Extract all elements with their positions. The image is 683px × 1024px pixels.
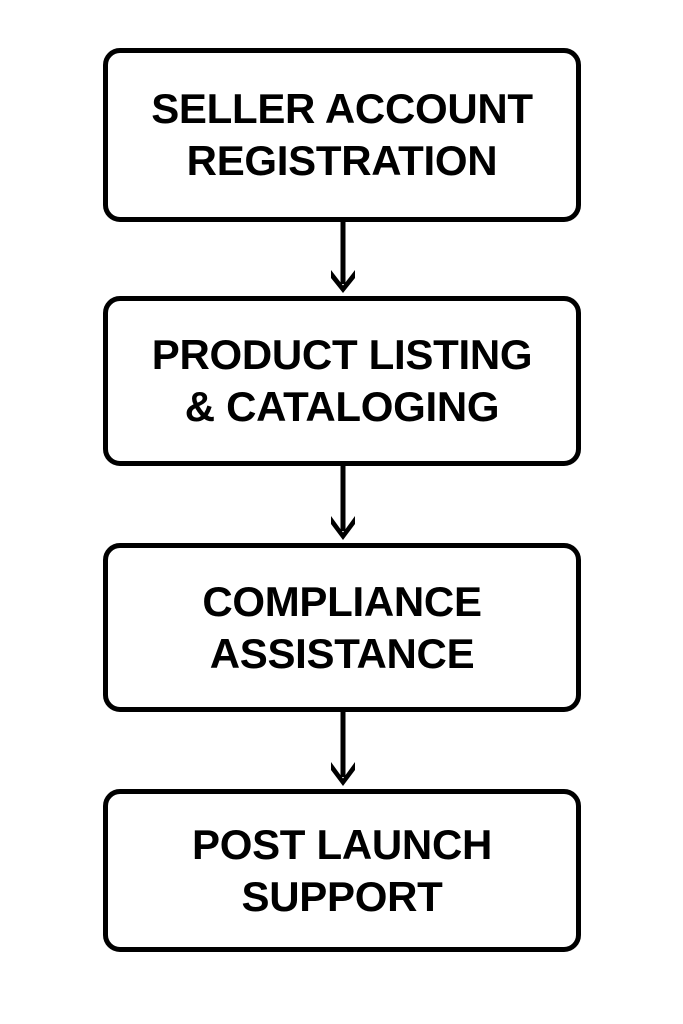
down-arrow-icon bbox=[331, 712, 355, 786]
flow-node-post-launch-support[interactable]: POST LAUNCH SUPPORT bbox=[103, 789, 581, 952]
flow-node-seller-account-registration[interactable]: SELLER ACCOUNT REGISTRATION bbox=[103, 48, 581, 222]
flow-node-label: POST LAUNCH SUPPORT bbox=[191, 820, 493, 920]
flow-node-label: SELLER ACCOUNT REGISTRATION bbox=[151, 85, 533, 184]
flow-node-label: PRODUCT LISTING & CATALOGING bbox=[151, 331, 533, 430]
flow-node-product-listing-cataloging[interactable]: PRODUCT LISTING & CATALOGING bbox=[103, 296, 581, 466]
flow-arrow-3 bbox=[321, 712, 365, 789]
down-arrow-icon bbox=[331, 222, 355, 293]
flow-node-label: COMPLIANCE ASSISTANCE bbox=[202, 577, 482, 677]
flow-node-compliance-assistance[interactable]: COMPLIANCE ASSISTANCE bbox=[103, 543, 581, 712]
flow-arrow-1 bbox=[321, 222, 365, 296]
flow-arrow-2 bbox=[321, 466, 365, 543]
down-arrow-icon bbox=[331, 466, 355, 540]
